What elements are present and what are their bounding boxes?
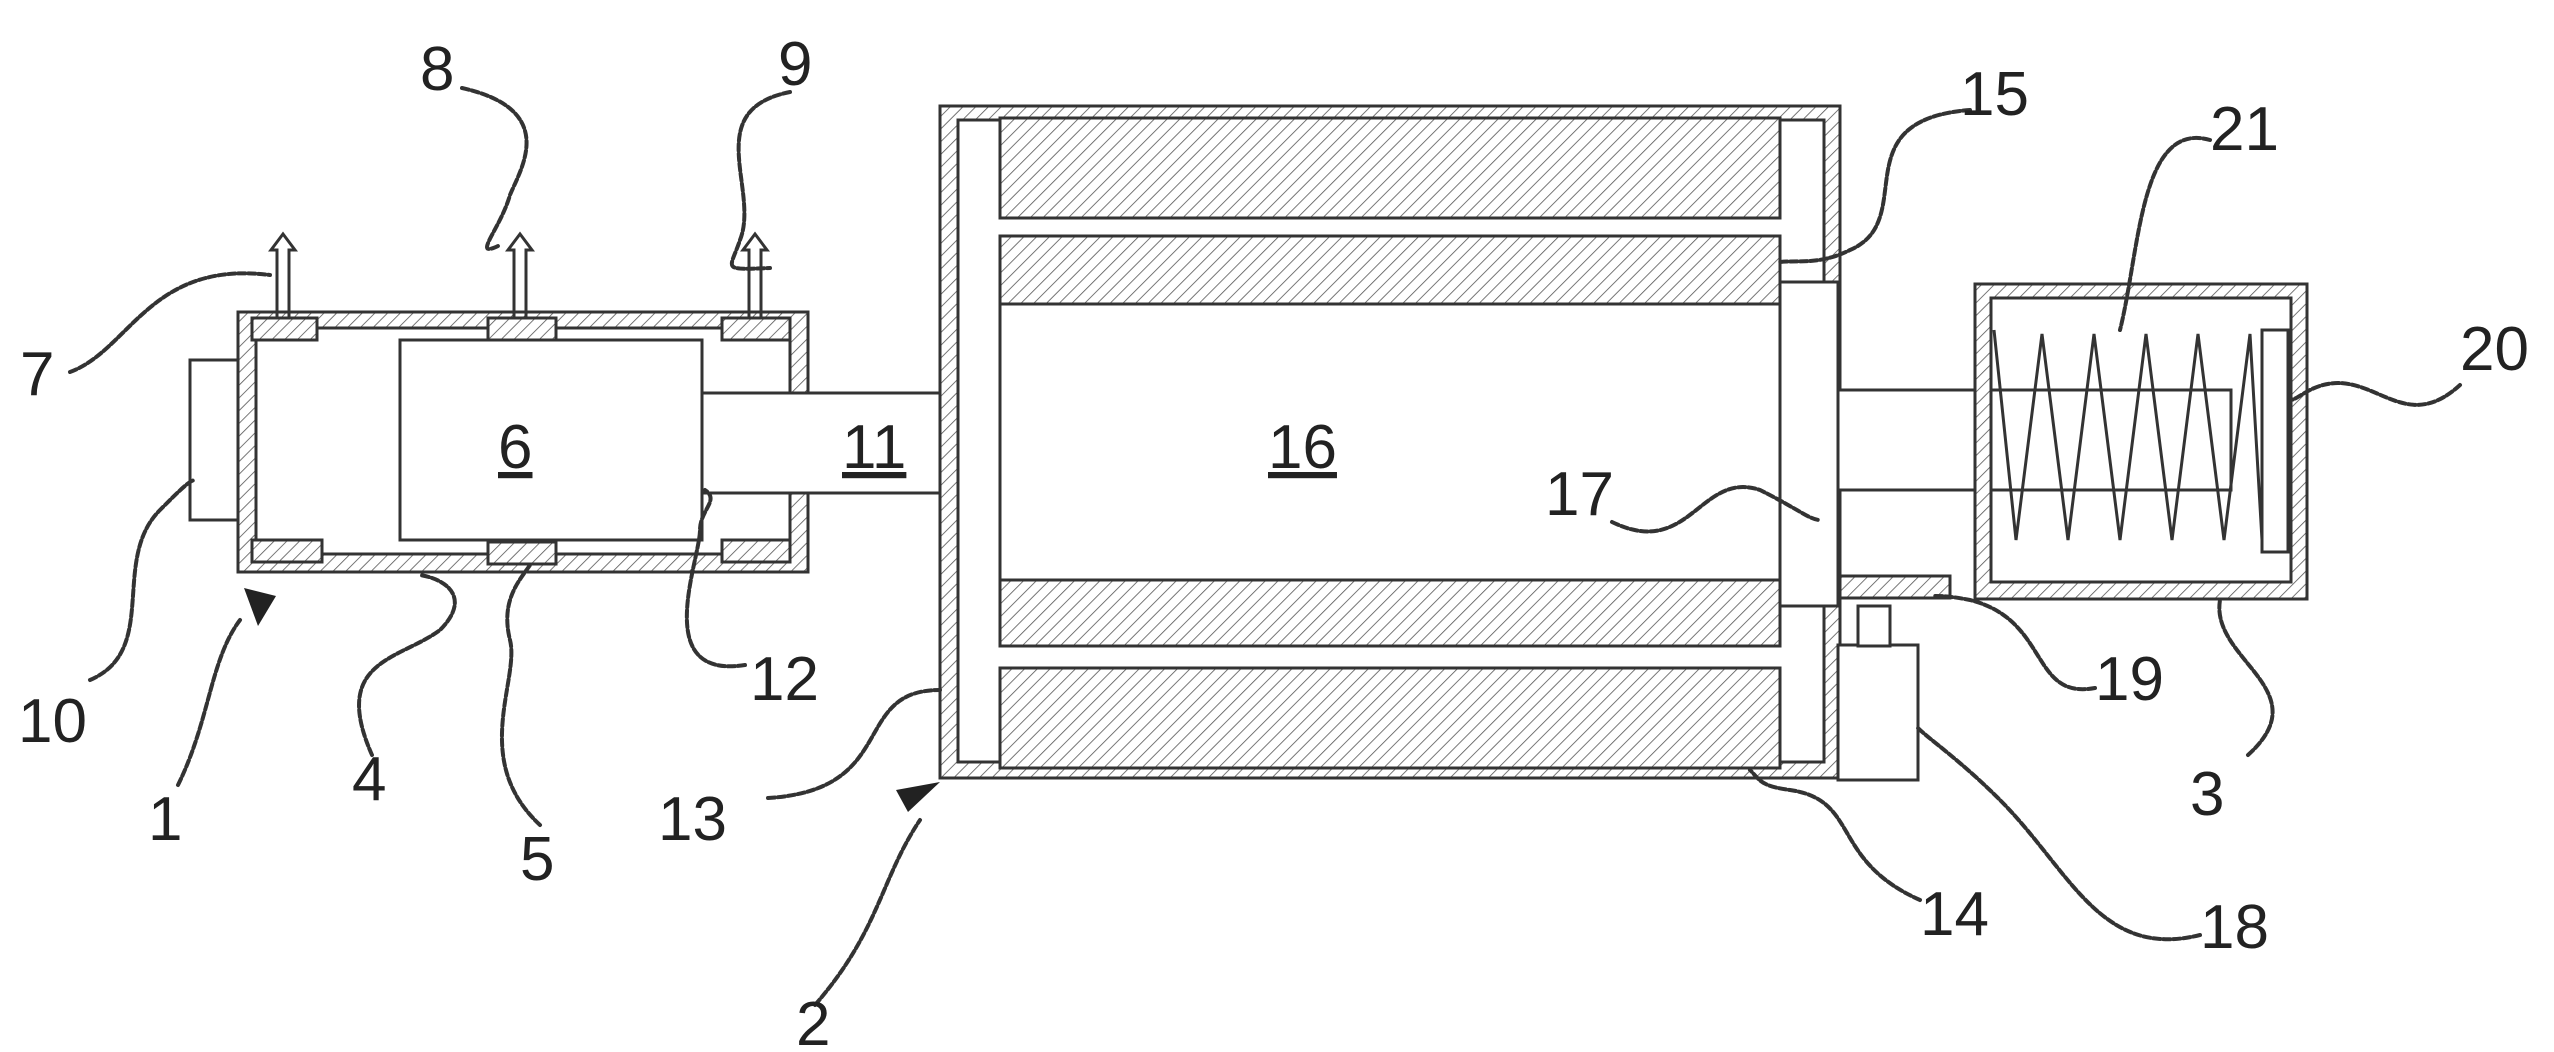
signal-arrow-9	[743, 234, 767, 318]
stator-top	[1000, 118, 1780, 218]
core-6	[400, 340, 702, 540]
label-20: 20	[2460, 315, 2529, 384]
sensor-9	[722, 318, 790, 340]
label-17: 17	[1545, 460, 1614, 529]
leader-19	[1935, 596, 2095, 689]
sensor-bottom-right	[722, 540, 790, 562]
sensor-18-post	[1858, 606, 1890, 646]
leader-8	[462, 88, 527, 249]
label-21: 21	[2210, 95, 2279, 164]
output-shaft	[1838, 390, 1978, 490]
sensor-8	[488, 318, 556, 340]
leader-5	[502, 565, 540, 825]
label-7: 7	[20, 340, 54, 409]
label-2: 2	[796, 990, 830, 1052]
leader-3	[2219, 600, 2272, 755]
label-13: 13	[658, 785, 727, 854]
leader-10	[90, 480, 195, 680]
sensor-bottom-left	[252, 540, 322, 562]
label-3: 3	[2190, 760, 2224, 829]
label-4: 4	[352, 745, 386, 814]
label-10: 10	[18, 687, 87, 756]
label-16: 16	[1268, 413, 1337, 482]
leader-2	[815, 820, 920, 1005]
signal-arrow-7	[271, 234, 295, 318]
label-8: 8	[420, 35, 454, 104]
pointer-arrow-2	[896, 782, 940, 812]
sensor-5	[488, 542, 556, 564]
end-disc-17	[1780, 282, 1838, 606]
sensor-18	[1838, 645, 1918, 780]
leader-1	[178, 620, 240, 785]
label-14: 14	[1920, 880, 1989, 949]
label-9: 9	[778, 30, 812, 99]
tab-19	[1840, 576, 1950, 598]
magnet-15	[1000, 236, 1780, 304]
plate-20	[2262, 330, 2288, 552]
label-12: 12	[750, 645, 819, 714]
label-6: 6	[498, 413, 532, 482]
label-5: 5	[520, 825, 554, 894]
sensor-7	[252, 318, 317, 340]
label-19: 19	[2095, 645, 2164, 714]
stator-14	[1000, 668, 1780, 768]
pointer-arrow-1	[244, 588, 276, 626]
leader-4	[359, 575, 455, 755]
label-18: 18	[2200, 893, 2269, 962]
signal-arrow-8	[508, 234, 532, 318]
end-plug-10	[190, 360, 238, 520]
label-11: 11	[842, 413, 906, 482]
rotor-16	[1000, 304, 1780, 580]
motor-unit	[940, 106, 1918, 780]
magnet-bottom	[1000, 580, 1780, 646]
label-1: 1	[148, 785, 182, 854]
leader-14	[1750, 770, 1920, 900]
leader-20	[2290, 383, 2460, 405]
label-15: 15	[1960, 60, 2029, 129]
